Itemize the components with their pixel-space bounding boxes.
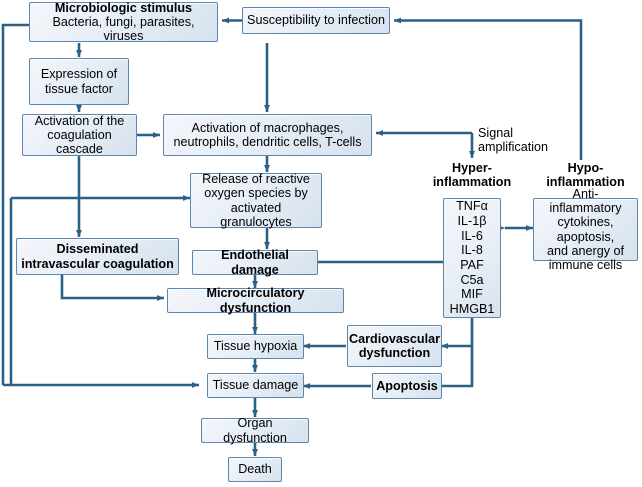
node-disseminated-intravascular-coagulation[interactable]: Disseminated intravascular coagulation	[16, 238, 179, 275]
node-expression-of-tissue-factor[interactable]: Expression of tissue factor	[29, 58, 129, 105]
node-line-2: cytokines, apoptosis,	[556, 215, 615, 244]
node-label: Tissue damage	[212, 378, 299, 393]
mediator-item: PAF	[460, 258, 484, 272]
node-title: Microbiologic stimulus	[54, 0, 193, 15]
node-label: Microcirculatory dysfunction	[206, 286, 305, 315]
node-tissue-damage[interactable]: Tissue damage	[207, 373, 304, 398]
node-label: Organ dysfunction	[223, 416, 287, 445]
mediator-item: TNFα	[456, 199, 488, 214]
node-line-1: Release of reactive	[202, 172, 310, 187]
node-apoptosis[interactable]: Apoptosis	[372, 373, 442, 399]
mediator-item: IL-1β	[457, 213, 487, 228]
node-line-3: and anergy of	[546, 243, 625, 258]
node-tissue-hypoxia[interactable]: Tissue hypoxia	[207, 334, 304, 359]
mediator-item: HMGB1	[449, 302, 495, 317]
node-line-2: neutrophils, dendritic cells, T-cells	[173, 135, 362, 149]
node-activation-of-macrophages[interactable]: Activation of macrophages, neutrophils, …	[163, 114, 372, 156]
node-line-1: Cardiovascular	[349, 331, 440, 346]
node-line-2: dysfunction	[358, 346, 431, 360]
label-hyper-inflammation: Hyper- inflammation	[432, 161, 512, 190]
node-release-reactive-oxygen-species[interactable]: Release of reactive oxygen species by ac…	[190, 172, 322, 229]
node-label: Apoptosis	[376, 378, 438, 393]
node-death[interactable]: Death	[228, 457, 282, 482]
mediator-item: IL-8	[461, 243, 483, 258]
node-line-1: Activation of the	[34, 113, 125, 128]
label-hypo-inflammation: Hypo- inflammation	[546, 161, 625, 190]
label-signal-amplification: Signal amplification	[478, 126, 548, 155]
mediator-item: IL-6	[461, 228, 483, 243]
node-line-2: tissue factor	[45, 81, 113, 96]
mediator-item: MIF	[461, 287, 483, 302]
node-hyper-inflammation-mediators[interactable]: TNFα IL-1β IL-6 IL-8 PAF C5a MIF HMGB1	[443, 198, 501, 318]
node-line-1: Disseminated	[56, 242, 139, 257]
node-cardiovascular-dysfunction[interactable]: Cardiovascular dysfunction	[347, 325, 442, 367]
node-line-2: oxygen species by	[204, 186, 308, 201]
node-label: Death	[238, 462, 272, 477]
node-line-1: Anti-inflammatory	[549, 187, 622, 216]
node-susceptibility-to-infection[interactable]: Susceptibility to infection	[242, 7, 390, 34]
node-line-2: coagulation cascade	[47, 127, 112, 157]
node-endothelial-damage[interactable]: Endothelial damage	[192, 248, 318, 277]
node-subtitle: Bacteria, fungi, parasites, viruses	[52, 14, 195, 44]
node-line-4: immune cells	[548, 257, 623, 272]
node-line-3: activated granulocytes	[220, 200, 292, 229]
node-microbiologic-stimulus[interactable]: Microbiologic stimulus Bacteria, fungi, …	[29, 0, 218, 44]
node-label: Susceptibility to infection	[247, 13, 385, 28]
node-line-1: Activation of macrophages,	[191, 120, 344, 135]
node-organ-dysfunction[interactable]: Organ dysfunction	[201, 416, 309, 445]
mediator-item: C5a	[460, 272, 484, 287]
node-label: Tissue hypoxia	[213, 339, 298, 354]
node-label: Endothelial damage	[221, 248, 289, 277]
node-line-1: Expression of	[40, 67, 118, 82]
node-activation-coagulation-cascade[interactable]: Activation of the coagulation cascade	[22, 114, 137, 156]
node-line-2: intravascular coagulation	[21, 256, 174, 271]
node-microcirculatory-dysfunction[interactable]: Microcirculatory dysfunction	[167, 286, 344, 315]
node-hypo-inflammation-content[interactable]: Anti-inflammatory cytokines, apoptosis, …	[533, 187, 638, 272]
